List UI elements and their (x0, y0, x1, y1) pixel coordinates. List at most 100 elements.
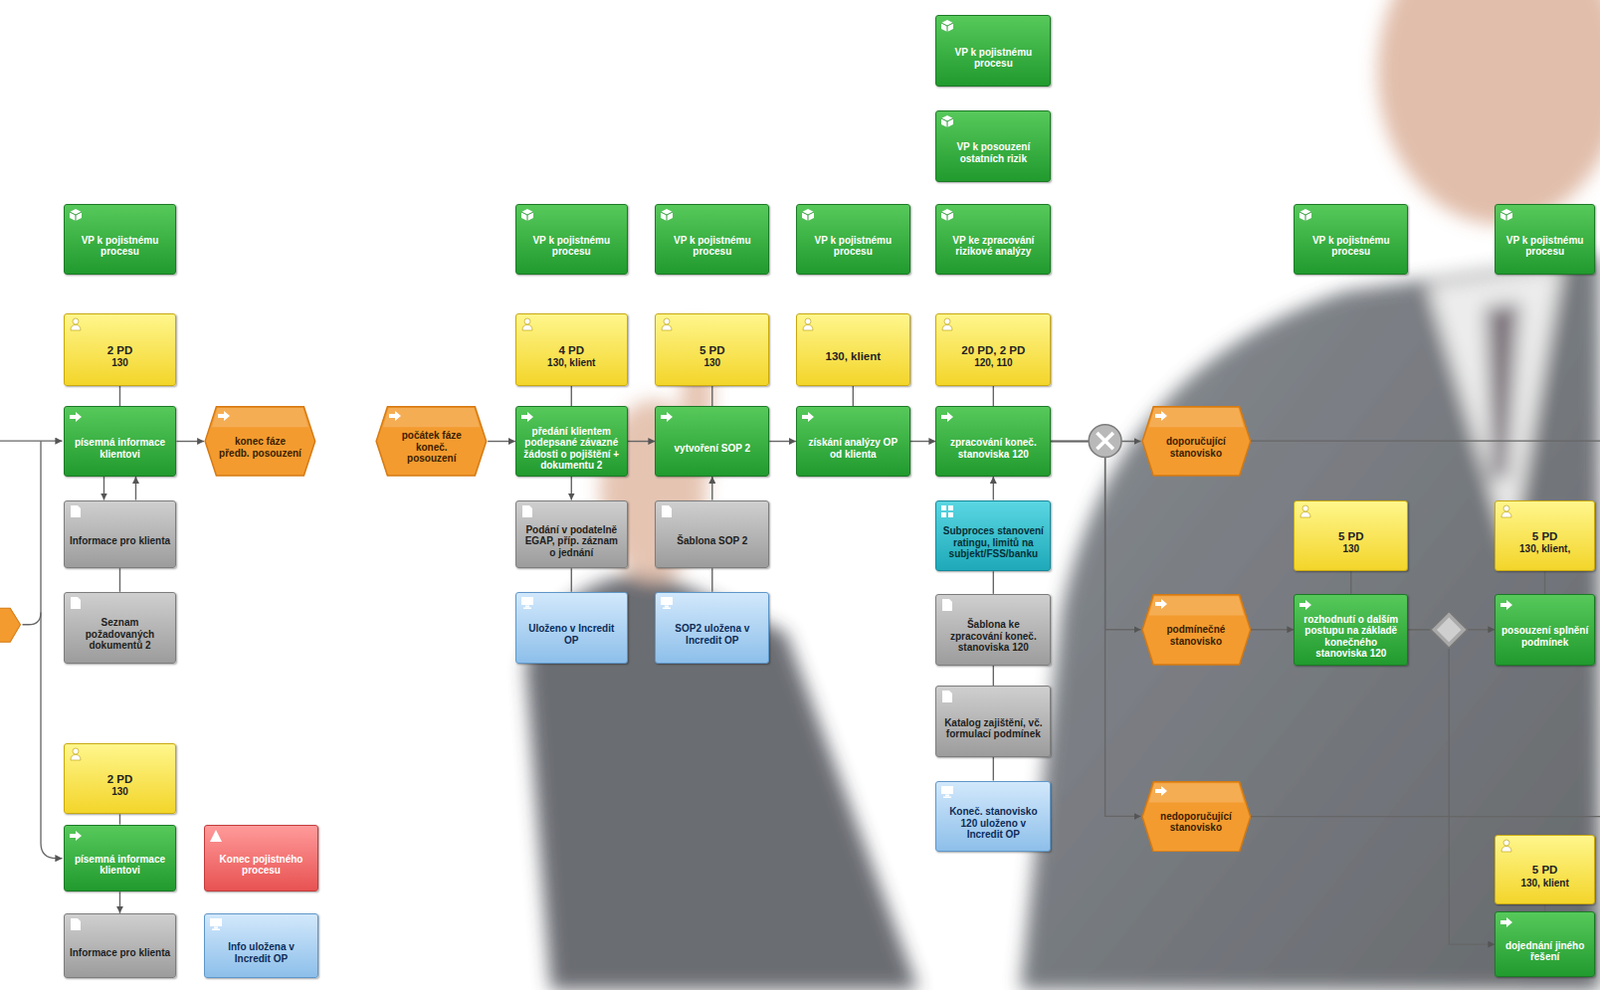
fn-icon (1298, 598, 1313, 612)
node-label: Informace pro klienta (69, 535, 171, 548)
resource-text: 130, klient (1520, 877, 1569, 890)
end-icon (208, 828, 223, 843)
resource-text: 130, klient (825, 350, 882, 364)
node-label: rozhodnutí o dalším postupu na základě k… (1299, 613, 1402, 660)
resource-box: 4 PD130, klient (515, 313, 628, 387)
fn-icon (1499, 915, 1514, 930)
doc-icon (520, 504, 535, 519)
node-label: VP k pojistnému procesu (801, 234, 905, 258)
outgoing-line (1250, 439, 1600, 441)
vp-icon (940, 18, 955, 33)
vp-icon (1298, 207, 1313, 222)
connector (119, 568, 121, 593)
node-label: VP k pojistnému procesu (521, 234, 622, 258)
function-box: získání analýzy OP od klienta (796, 405, 911, 477)
resource-box: 5 PD130 (1293, 500, 1408, 573)
resource-text: 5 PD (1338, 530, 1365, 544)
function-box: rozhodnutí o dalším postupu na základě k… (1293, 594, 1408, 666)
event-hexagon: podmínečné stanovisko (1141, 594, 1252, 666)
node-label: SOP2 uložena v Incredit OP (660, 622, 764, 646)
vp-icon (940, 207, 955, 222)
resource-box: 5 PD130, klient, (1494, 500, 1596, 573)
connector (993, 571, 995, 595)
connector (1250, 628, 1294, 630)
node-label: nedoporučující stanovisko (1156, 810, 1237, 834)
event-hexagon-partial (0, 607, 21, 642)
resource-text: 2 PD (107, 773, 134, 787)
connector (993, 386, 995, 407)
branch-line (22, 611, 41, 624)
resource-text: 120, 110 (974, 357, 1012, 370)
connector (1050, 441, 1141, 630)
node-label: Uloženo v Incredit OP (521, 622, 622, 646)
doc-icon (940, 689, 955, 704)
tie (1484, 302, 1521, 480)
resource-text: 130, klient (547, 357, 596, 370)
connector (135, 476, 137, 501)
node-label: Informace pro klienta (69, 947, 171, 960)
resource-text: 130 (111, 357, 129, 370)
sys-icon (659, 596, 674, 610)
vp-icon (1499, 207, 1514, 222)
sys-icon (520, 596, 535, 610)
node-label: VP k pojistnému procesu (1500, 234, 1590, 258)
function-box: zpracování koneč. stanoviska 120 (935, 405, 1051, 477)
res-icon (1499, 838, 1514, 853)
connector (711, 568, 713, 593)
node-label: dojednání jiného řešení (1500, 940, 1590, 964)
connector (1544, 904, 1546, 912)
resource-box: 20 PD, 2 PD120, 110 (935, 313, 1051, 387)
document-box: Podání v podatelně EGAP, příp. záznam o … (515, 500, 628, 570)
node-label: VP k pojistnému procesu (1299, 234, 1402, 258)
document-box: Informace pro klienta (63, 913, 178, 980)
res-icon (520, 317, 535, 332)
doc-icon (68, 504, 83, 519)
node-label: písemná informace klientovi (69, 853, 172, 877)
info-carrier-box: VP k pojistnému procesu (1293, 203, 1408, 275)
system-box: Koneč. stanovisko 120 uloženo v Incredit… (935, 781, 1051, 853)
connector (1350, 571, 1352, 595)
node-label: Konec pojistného procesu (209, 853, 313, 877)
info-carrier-box: VP ke zpracování rizikové analýzy (935, 203, 1051, 275)
node-label: Info uložena v Incredit OP (209, 941, 313, 965)
connector (993, 665, 995, 687)
res-icon (940, 317, 955, 332)
sys-icon (208, 917, 223, 932)
connector (119, 891, 121, 914)
node-label: VP k pojistnému procesu (941, 46, 1045, 70)
fn-icon (1499, 598, 1514, 612)
fn-icon (68, 828, 83, 843)
branch-line (40, 440, 63, 859)
document-box: Informace pro klienta (63, 500, 178, 570)
incoming-line (0, 439, 63, 441)
event-hexagon: doporučující stanovisko (1141, 405, 1252, 477)
connector (711, 476, 713, 501)
resource-text: 5 PD (1532, 863, 1559, 877)
node-label: podmínečné stanovisko (1156, 623, 1237, 647)
info-carrier-box: VP k pojistnému procesu (654, 203, 770, 275)
node-label: Podání v podatelně EGAP, příp. záznam o … (521, 524, 622, 560)
resource-text: 130, klient, (1519, 543, 1571, 556)
document-box: Katalog zajištění, vč. formulací podmíne… (935, 685, 1051, 758)
resource-box: 5 PD130 (654, 313, 770, 387)
info-carrier-box: VP k pojistnému procesu (63, 203, 178, 275)
fn-icon (659, 409, 674, 424)
fn-icon (800, 409, 815, 424)
fn-icon (940, 409, 955, 424)
connector (1407, 629, 1495, 945)
node-label: vytvoření SOP 2 (674, 442, 752, 455)
connector (176, 440, 204, 442)
end-event-box: Konec pojistného procesu (203, 824, 319, 893)
res-icon (1499, 504, 1514, 519)
connector (910, 440, 937, 442)
system-box: SOP2 uložena v Incredit OP (654, 592, 770, 664)
connector (103, 476, 105, 501)
event-hexagon: konec fáze předb. posouzení (203, 405, 317, 477)
info-carrier-box: VP k pojistnému procesu (935, 14, 1051, 87)
node-label: VP k pojistnému procesu (660, 234, 764, 258)
res-icon (1298, 504, 1313, 519)
ev-icon (1154, 597, 1169, 611)
node-label: posouzení splnění podmínek (1500, 624, 1590, 648)
vp-icon (68, 207, 83, 222)
